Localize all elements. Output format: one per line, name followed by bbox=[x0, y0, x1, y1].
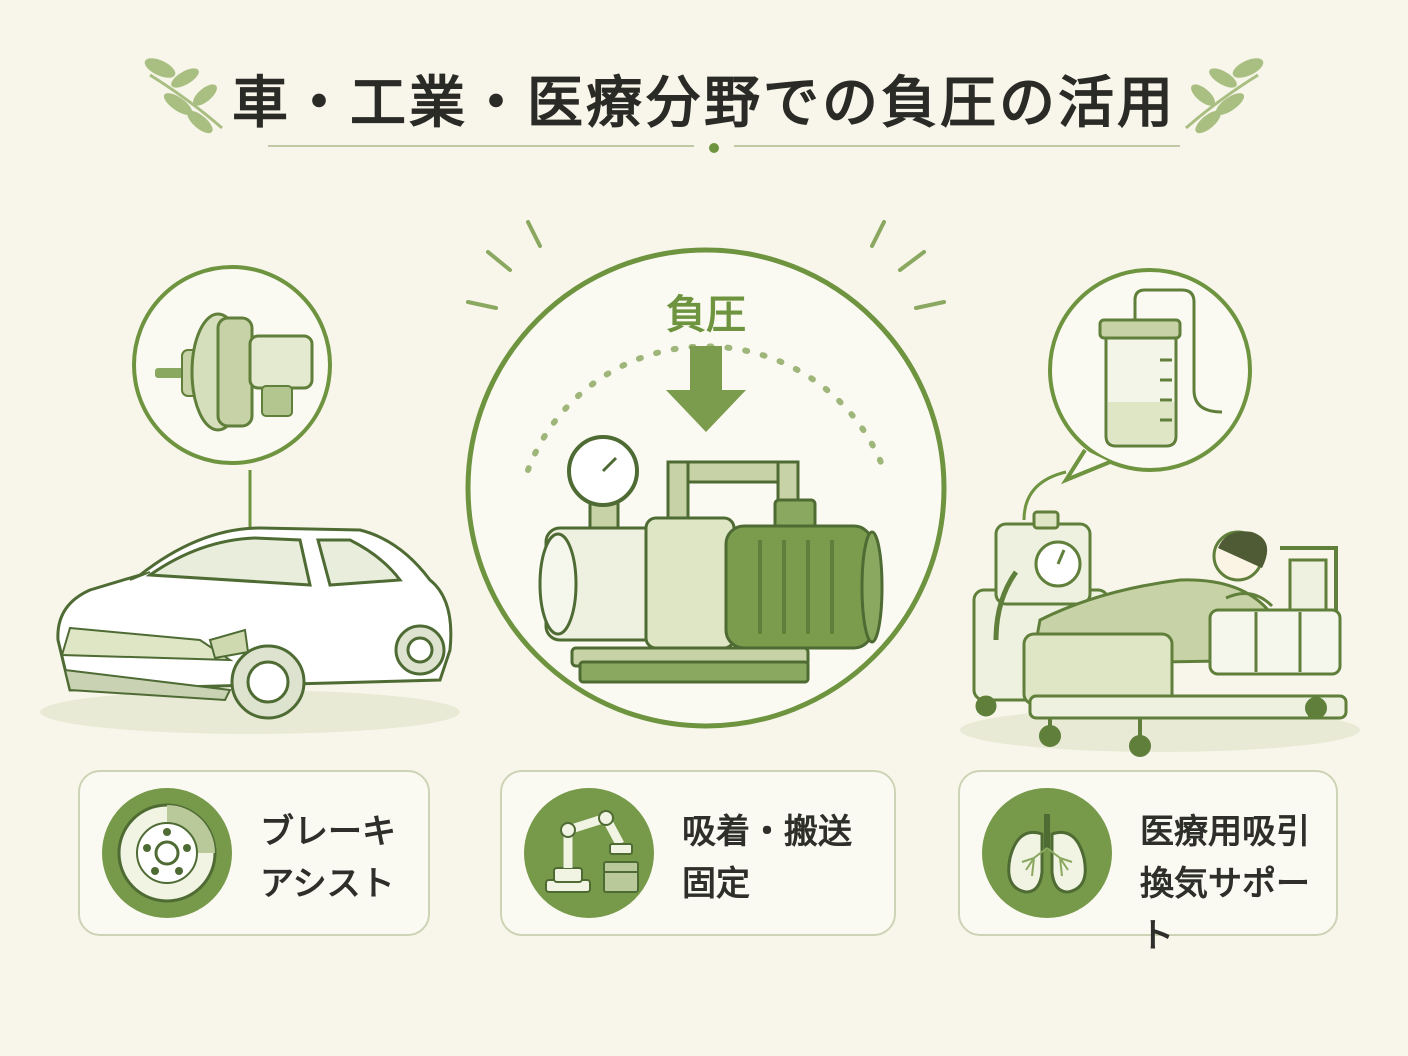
lungs-icon bbox=[982, 788, 1112, 918]
leaf-left-icon bbox=[144, 58, 223, 134]
leaf-right-icon bbox=[1185, 58, 1264, 134]
card-line1: ブレーキ bbox=[260, 812, 396, 852]
card-line2: 固定 bbox=[682, 864, 750, 904]
card-line2: 換気サポート bbox=[1140, 864, 1310, 956]
suction-canister-icon bbox=[1098, 288, 1223, 448]
car-section bbox=[40, 265, 460, 734]
brake-booster-icon bbox=[155, 312, 314, 432]
medical-section bbox=[960, 268, 1360, 757]
vacuum-pump-section bbox=[465, 220, 947, 729]
card-brake-assist: ブレーキ アシスト bbox=[78, 770, 430, 936]
card-text: ブレーキ アシスト bbox=[260, 806, 396, 910]
pump-icon bbox=[538, 435, 884, 684]
brake-disc-icon bbox=[102, 788, 232, 918]
car-icon bbox=[56, 526, 453, 720]
card-text: 吸着・搬送 固定 bbox=[682, 806, 852, 910]
hospital-bed-icon bbox=[1022, 530, 1348, 757]
negative-pressure-label: 負圧 bbox=[666, 292, 746, 338]
robot-arm-icon bbox=[524, 788, 654, 918]
card-line1: 医療用吸引 bbox=[1140, 812, 1310, 852]
card-text: 医療用吸引 換気サポート bbox=[1140, 806, 1336, 962]
title-divider bbox=[268, 143, 1180, 153]
page-title: 車・工業・医療分野での負圧の活用 bbox=[232, 71, 1176, 136]
card-line1: 吸着・搬送 bbox=[682, 812, 852, 852]
card-suction-transport: 吸着・搬送 固定 bbox=[500, 770, 896, 936]
card-medical-suction: 医療用吸引 換気サポート bbox=[958, 770, 1338, 956]
card-line2: アシスト bbox=[260, 864, 395, 904]
down-arrow-icon bbox=[666, 346, 746, 432]
